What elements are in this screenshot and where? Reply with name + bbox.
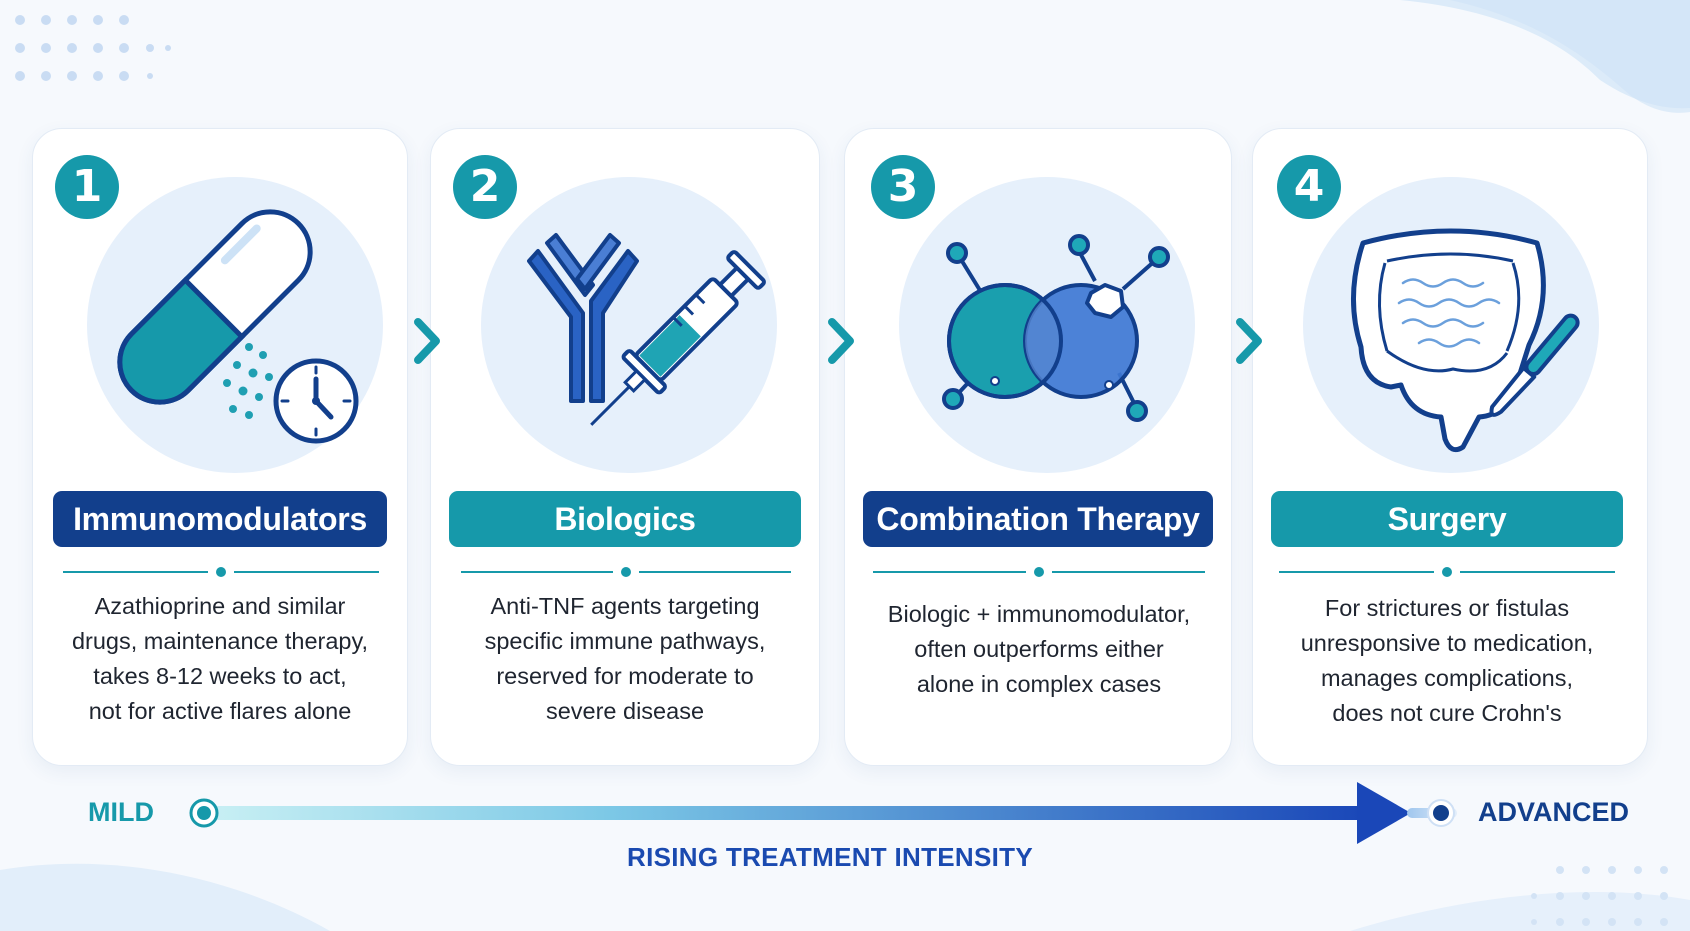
description-line: not for active flares alone: [88, 698, 352, 724]
dot-pattern-top-left: [15, 15, 171, 81]
step-number-badge: 2: [453, 155, 517, 219]
description-line: drugs, maintenance therapy,: [71, 628, 369, 654]
description-line: often outperforms either: [914, 636, 1164, 662]
step-title-immunomodulators: Immunomodulators: [53, 491, 387, 547]
step-number-badge: 1: [55, 155, 119, 219]
chevron-right-icon: [828, 318, 854, 364]
description-line: takes 8-12 weeks to act,: [93, 663, 347, 689]
overlapping-molecules-icon: [899, 177, 1195, 473]
description-line: specific immune pathways,: [484, 628, 766, 654]
step-card-immunomodulators: 1: [32, 128, 408, 766]
description-line: alone in complex cases: [916, 671, 1162, 697]
intensity-arrow: [189, 782, 1457, 844]
antibody-syringe-icon: [481, 177, 777, 473]
step-title-biologics: Biologics: [449, 491, 801, 547]
description-line: reserved for moderate to: [496, 663, 754, 689]
divider: [461, 565, 791, 579]
step-title-combination-therapy: Combination Therapy: [863, 491, 1213, 547]
step-description: Anti-TNF agents targeting specific immun…: [441, 589, 809, 729]
description-line: Biologic + immunomodulator,: [887, 601, 1191, 627]
description-line: manages complications,: [1320, 665, 1574, 691]
step-description: Azathioprine and similar drugs, maintena…: [43, 589, 397, 729]
step-description: Biologic + immunomodulator, often outper…: [855, 597, 1223, 702]
step-card-surgery: 4 Surgery For strictures: [1252, 128, 1648, 766]
step-description: For strictures or fistulas unresponsive …: [1265, 591, 1629, 731]
description-line: Azathioprine and similar: [94, 593, 346, 619]
scale-start-label: MILD: [88, 797, 154, 827]
description-line: For strictures or fistulas: [1324, 595, 1570, 621]
pill-capsule-clock-icon: [87, 177, 383, 473]
step-number-badge: 4: [1277, 155, 1341, 219]
step-number-badge: 3: [871, 155, 935, 219]
description-line: severe disease: [545, 698, 705, 724]
divider: [63, 565, 379, 579]
divider: [873, 565, 1205, 579]
step-card-combination-therapy: 3 Combination Therapy: [844, 128, 1232, 766]
chevron-right-icon: [1236, 318, 1262, 364]
divider: [1279, 565, 1615, 579]
description-line: does not cure Crohn's: [1332, 700, 1562, 726]
intestine-scalpel-icon: [1303, 177, 1599, 473]
step-title-surgery: Surgery: [1271, 491, 1623, 547]
scale-end-label: ADVANCED: [1478, 797, 1630, 827]
description-line: Anti-TNF agents targeting: [490, 593, 760, 619]
dot-pattern-bottom-right: [1531, 866, 1668, 926]
step-card-biologics: 2 Bi: [430, 128, 820, 766]
scale-caption: RISING TREATMENT INTENSITY: [627, 842, 1033, 872]
description-line: unresponsive to medication,: [1300, 630, 1594, 656]
chevron-right-icon: [414, 318, 440, 364]
